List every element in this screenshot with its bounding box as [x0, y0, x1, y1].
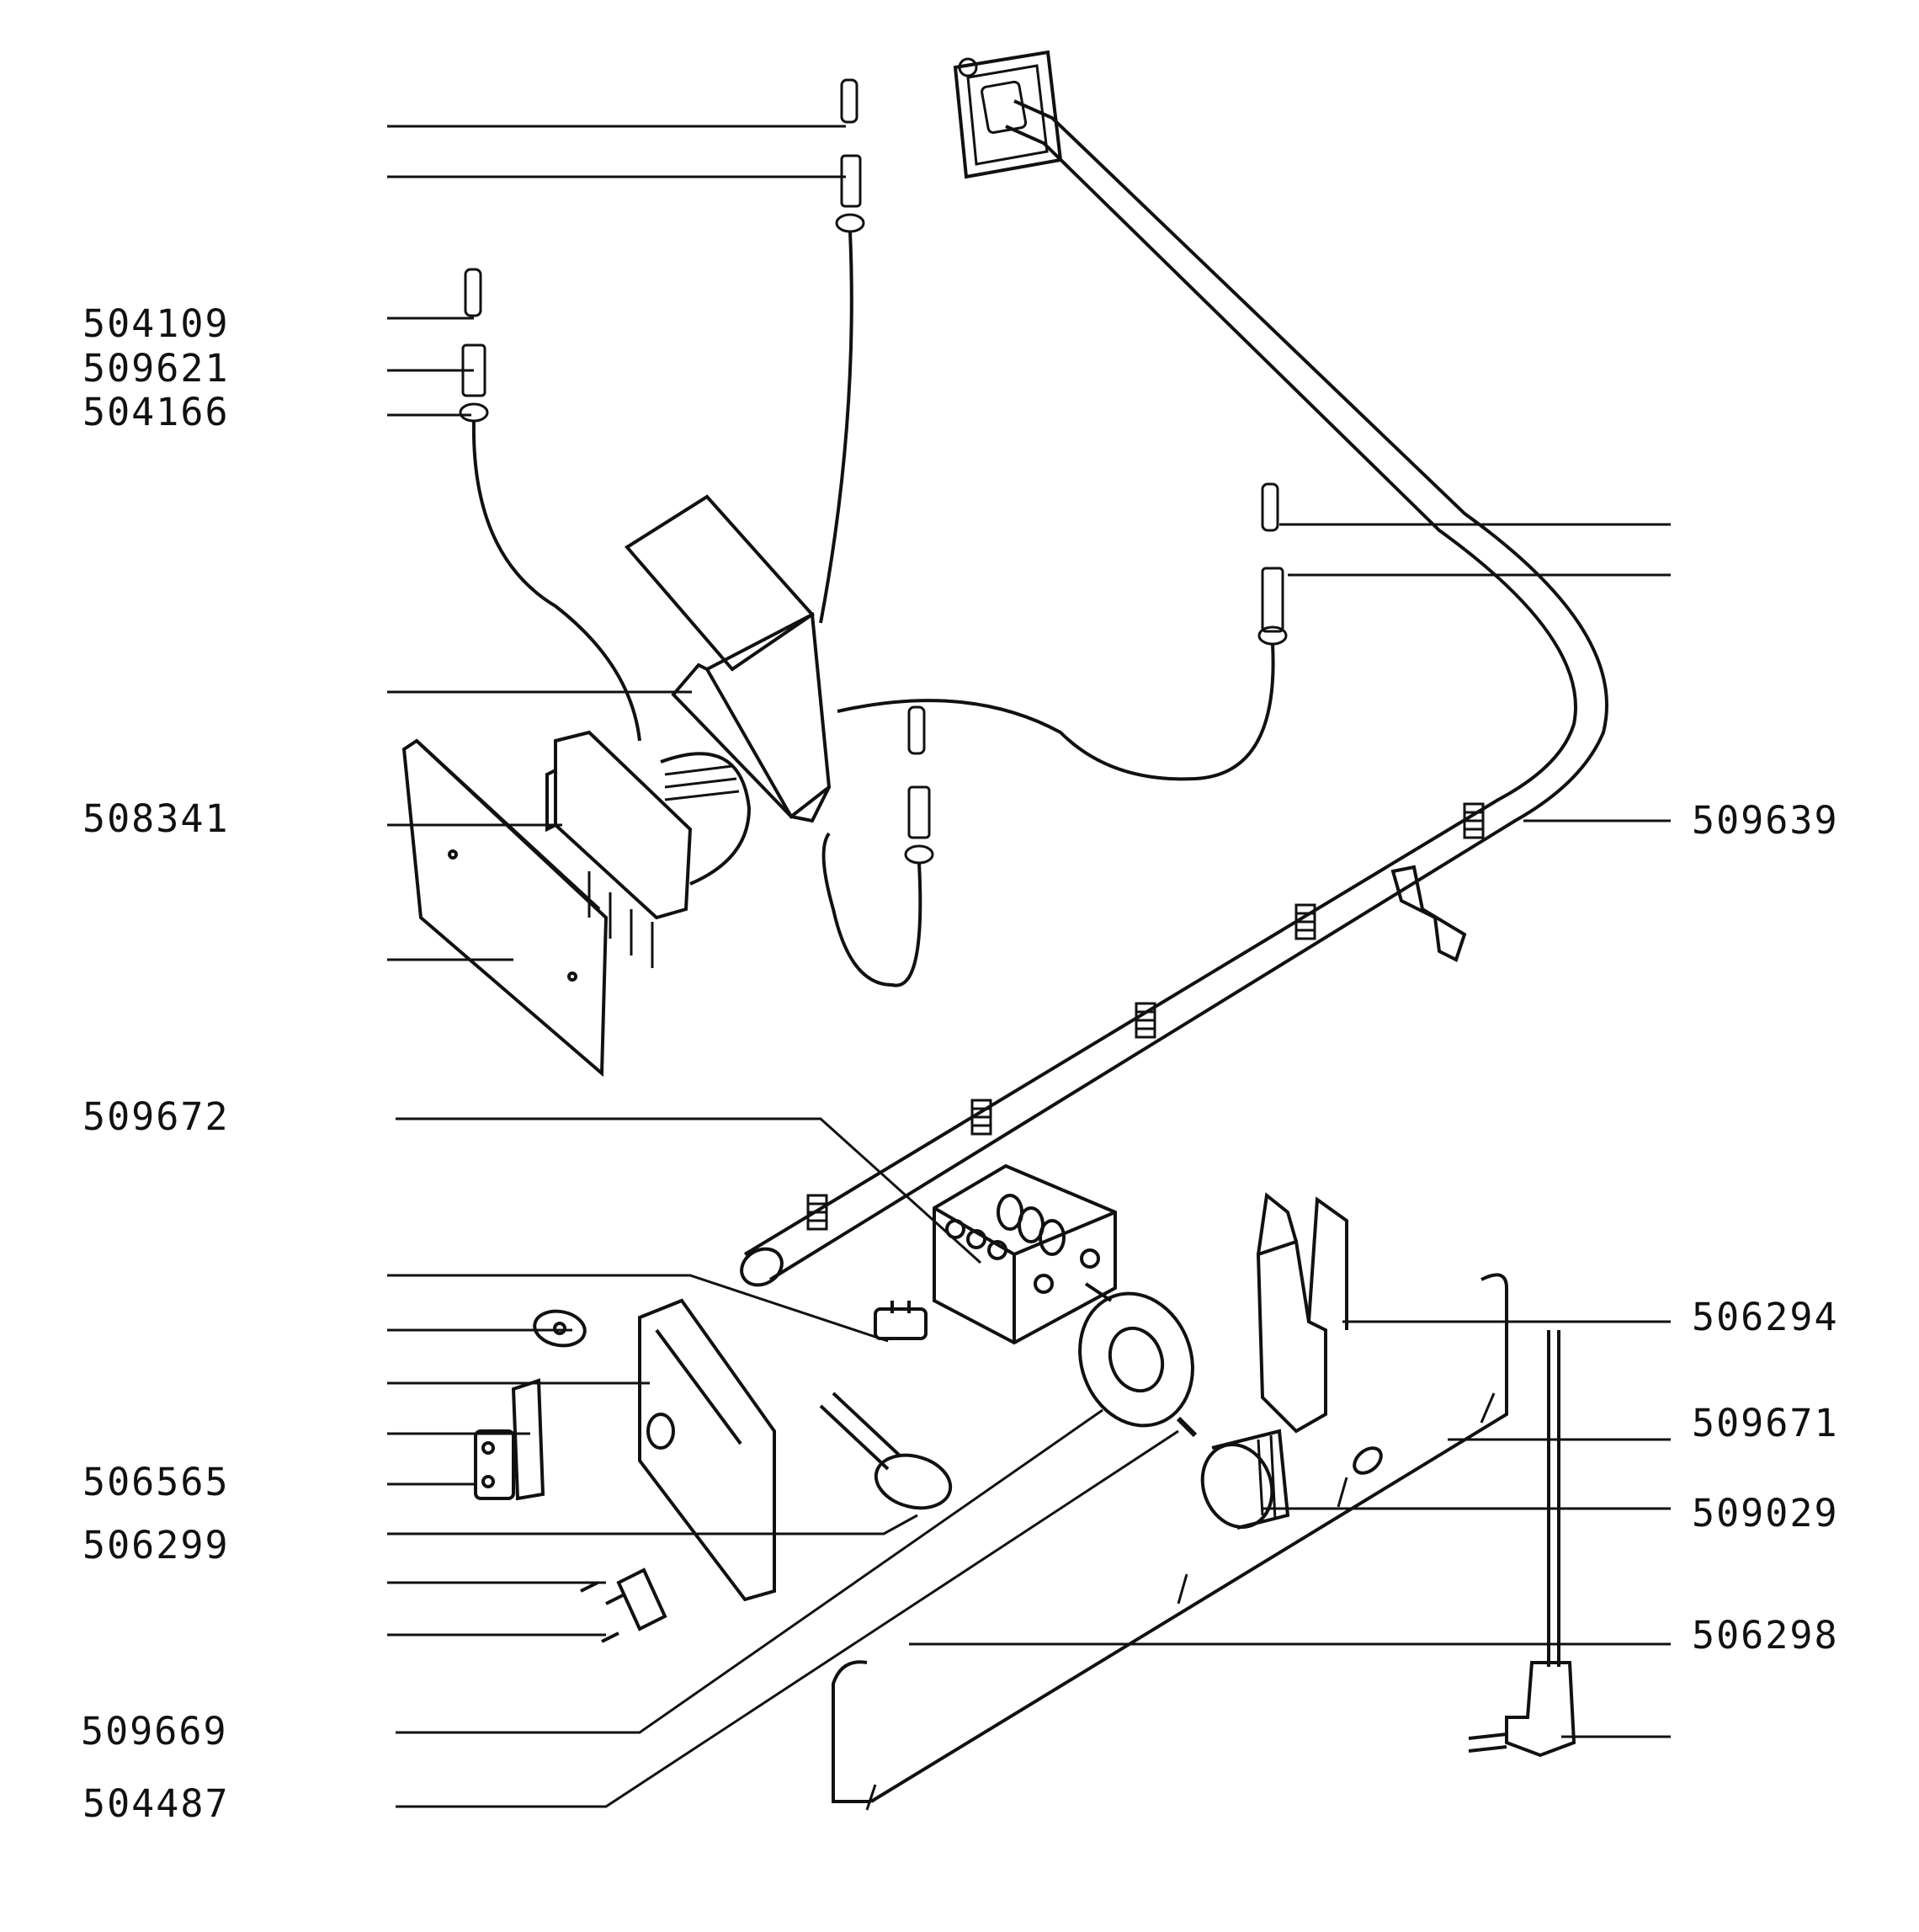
leader-lines-left [387, 125, 1179, 1808]
part-label-509621: 509621 [82, 346, 230, 391]
terminal-block-506565 [474, 1378, 545, 1501]
part-label-504109: 504109 [82, 301, 230, 346]
rotary-switch-509672 [933, 1163, 1117, 1345]
part-label-509671: 509671 [1692, 1401, 1839, 1445]
part-label-504487: 504487 [82, 1781, 230, 1826]
heating-element-509639 [740, 50, 1608, 1287]
part-label-504166: 504166 [82, 390, 230, 434]
cover-box [638, 1298, 776, 1602]
lamp-holder-506299 [819, 1392, 953, 1510]
bracket-box [624, 494, 832, 823]
leader-lines-right [909, 523, 1671, 1738]
wiring-harness-506294 [832, 1273, 1508, 1811]
part-label-506298: 506298 [1692, 1613, 1839, 1658]
wire-connectors [459, 78, 1288, 987]
part-label-509639: 509639 [1692, 798, 1839, 843]
part-label-509669: 509669 [81, 1709, 228, 1754]
transformer-508341 [401, 730, 752, 1078]
small-switch [874, 1301, 928, 1340]
part-label-509672: 509672 [82, 1094, 230, 1139]
part-label-509029: 509029 [1692, 1491, 1839, 1535]
part-label-508341: 508341 [82, 796, 230, 841]
clip-part [533, 1309, 587, 1348]
power-cord-plug [1468, 1330, 1576, 1758]
screws [580, 1567, 667, 1643]
part-label-506565: 506565 [82, 1460, 230, 1504]
knob-509029 [1176, 1416, 1290, 1530]
thermostat-509671 [1256, 1192, 1383, 1475]
part-label-506299: 506299 [82, 1523, 230, 1567]
knob-ring-509669 [1078, 1291, 1194, 1428]
part-label-506294: 506294 [1692, 1295, 1839, 1339]
